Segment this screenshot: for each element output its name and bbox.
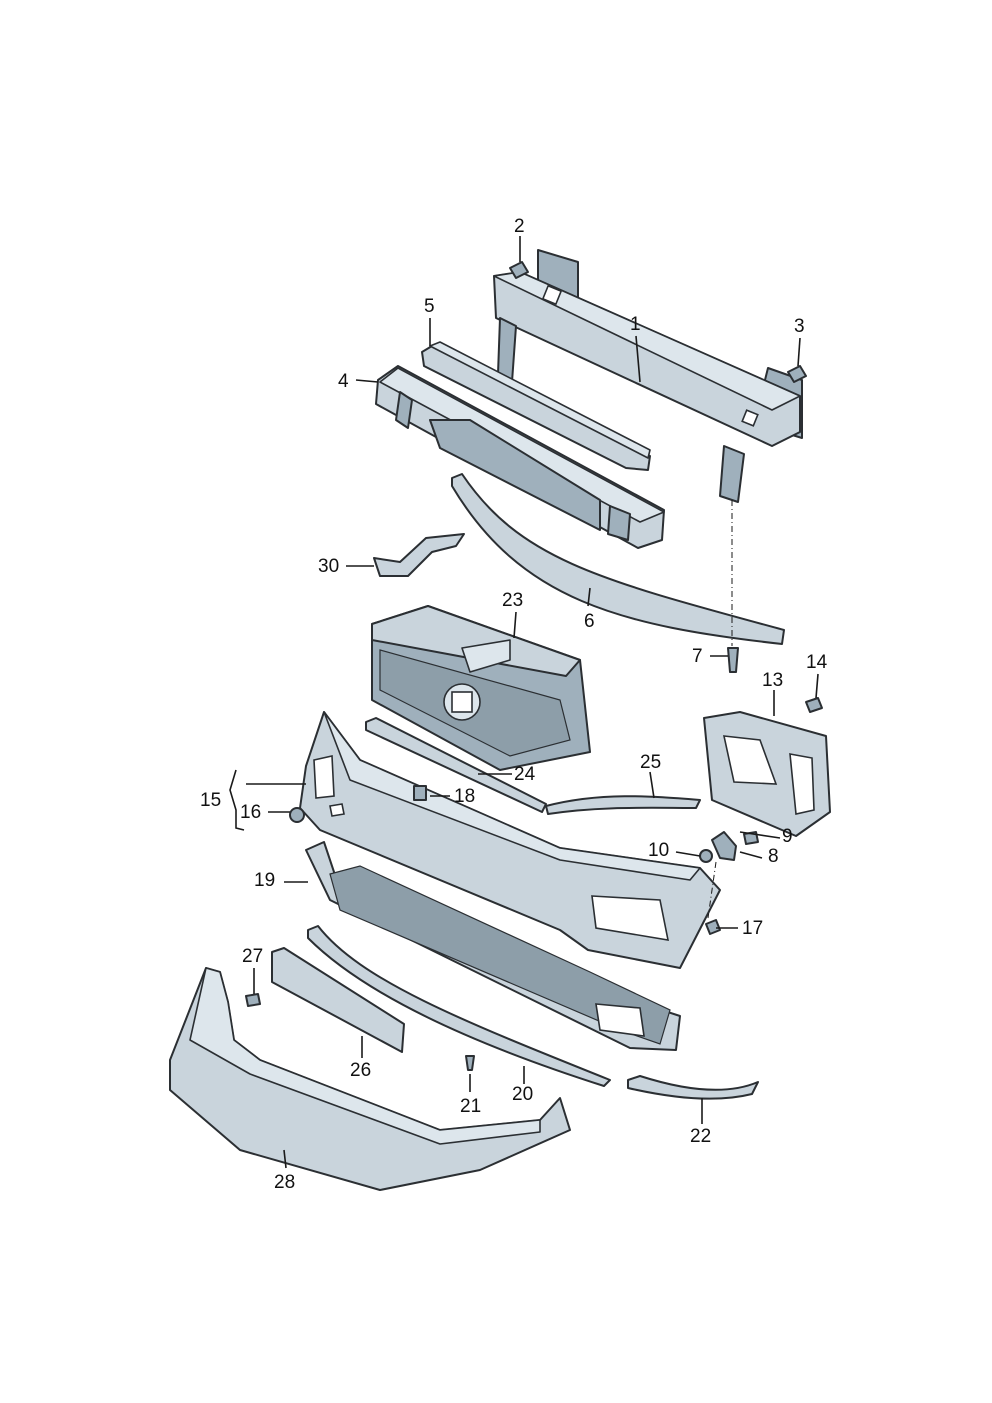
callout-22: 22	[690, 1126, 711, 1147]
part-27-screw	[245, 993, 261, 1007]
callout-13: 13	[762, 670, 783, 691]
part-26-license-plate-bracket	[271, 947, 405, 1053]
callout-7: 7	[692, 646, 703, 667]
part-8-bracket	[711, 831, 737, 861]
part-14-screw	[805, 697, 823, 713]
callout-8: 8	[768, 846, 779, 867]
part-22-trim-right	[627, 1075, 759, 1100]
part-25-trim-strip-right	[545, 795, 701, 815]
callout-30: 30	[318, 556, 339, 577]
callout-28: 28	[274, 1172, 295, 1193]
part-19-lower-grille	[305, 841, 681, 1051]
callout-labels: 1 2 3 4 5 6 7 8 9 10 13 14 15 16 17 18 1…	[200, 216, 828, 1193]
callout-24: 24	[514, 764, 536, 785]
leader-lines	[229, 236, 819, 1169]
part-24-grille-strip	[365, 717, 547, 813]
callout-10: 10	[648, 840, 669, 861]
part-3-screw	[787, 365, 807, 383]
part-5-upper-strip	[421, 341, 651, 471]
callout-23: 23	[502, 590, 523, 611]
callout-2: 2	[514, 216, 525, 237]
part-4-energy-absorber	[375, 365, 665, 549]
callout-3: 3	[794, 316, 805, 337]
callout-9: 9	[782, 826, 793, 847]
callout-20: 20	[512, 1084, 533, 1105]
part-23-radiator-grille	[371, 605, 591, 771]
part-9-screw	[743, 831, 759, 845]
part-17-screw	[705, 919, 721, 935]
callout-6: 6	[584, 611, 595, 632]
part-18-clip	[413, 785, 427, 801]
callout-27: 27	[242, 946, 263, 967]
part-2-screw	[509, 261, 529, 279]
callout-14: 14	[806, 652, 828, 673]
callout-5: 5	[424, 296, 435, 317]
callout-1: 1	[630, 314, 641, 335]
part-30-bracket	[373, 533, 465, 577]
callout-17: 17	[742, 918, 763, 939]
part-10-nut	[699, 849, 713, 863]
callout-19: 19	[254, 870, 275, 891]
callout-4: 4	[338, 371, 349, 392]
part-13-light-bracket	[703, 711, 831, 837]
callout-26: 26	[350, 1060, 371, 1081]
callout-18: 18	[454, 786, 475, 807]
part-16-cap	[289, 807, 305, 823]
part-7-rivet	[727, 647, 739, 673]
part-28-skid-plate	[169, 967, 571, 1191]
callout-16: 16	[240, 802, 261, 823]
part-15-bumper-cover	[299, 711, 721, 969]
callout-25: 25	[640, 752, 661, 773]
part-20-lower-strip	[307, 925, 611, 1087]
callout-21: 21	[460, 1096, 481, 1117]
part-21-screw	[465, 1055, 475, 1071]
part-6-trim-strip	[451, 473, 785, 645]
callout-15: 15	[200, 790, 221, 811]
